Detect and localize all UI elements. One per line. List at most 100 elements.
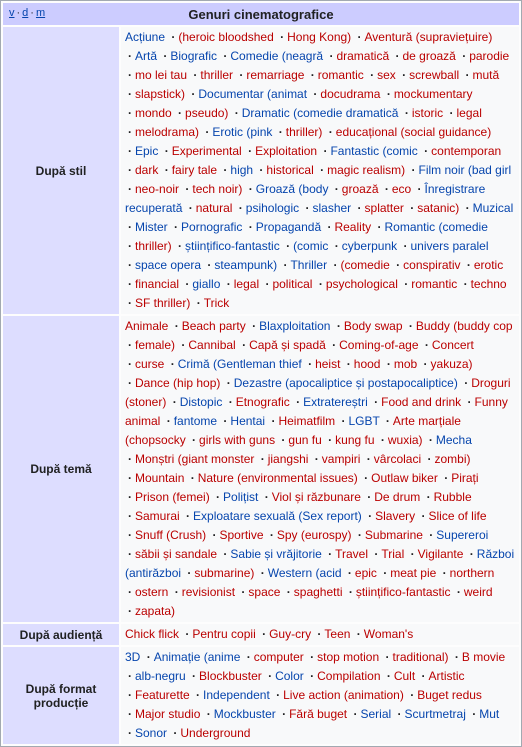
genre-link[interactable]: ostern	[135, 585, 169, 599]
genre-link[interactable]: slasher	[312, 201, 352, 215]
genre-link[interactable]: Slice of life	[428, 509, 487, 523]
genre-link[interactable]: Trick	[203, 296, 230, 310]
genre-link[interactable]: Exploitation	[255, 144, 318, 158]
genre-link[interactable]: Fără buget	[289, 707, 348, 721]
genre-link[interactable]: eco	[391, 182, 412, 196]
genre-link[interactable]: Erotic (pink	[212, 125, 273, 139]
genre-link[interactable]: thriller	[200, 68, 234, 82]
genre-link[interactable]: zapata)	[135, 604, 176, 618]
genre-link[interactable]: (heroic bloodshed	[178, 30, 274, 44]
genre-link[interactable]: meat pie	[390, 566, 437, 580]
genre-link[interactable]: Teen	[324, 627, 351, 641]
genre-link[interactable]: Pirați	[451, 471, 479, 485]
genre-link[interactable]: giallo	[192, 277, 221, 291]
genre-link[interactable]: Polițist	[223, 490, 259, 504]
genre-link[interactable]: Artistic	[428, 669, 465, 683]
genre-link[interactable]: splatter	[364, 201, 404, 215]
genre-link[interactable]: revisionist	[181, 585, 236, 599]
genre-link[interactable]: epic	[354, 566, 377, 580]
genre-link[interactable]: Viol și răzbunare	[271, 490, 361, 504]
discuss-link[interactable]: d	[22, 7, 29, 19]
genre-link[interactable]: științifico-fantastic	[355, 585, 451, 599]
genre-link[interactable]: B movie	[461, 650, 506, 664]
genre-link[interactable]: Dezastre (apocaliptice și postapocalipti…	[233, 376, 458, 390]
genre-link[interactable]: zombi)	[434, 452, 471, 466]
genre-link[interactable]: fantome	[173, 414, 218, 428]
genre-link[interactable]: northern	[449, 566, 495, 580]
edit-link[interactable]: m	[35, 7, 46, 19]
genre-link[interactable]: educațional (social guidance)	[335, 125, 492, 139]
genre-link[interactable]: Război (antirăzboi	[125, 547, 515, 580]
genre-link[interactable]: slapstick)	[135, 87, 186, 101]
genre-link[interactable]: Vigilante	[417, 547, 464, 561]
genre-link[interactable]: univers paralel	[410, 239, 489, 253]
genre-link[interactable]: remarriage	[246, 68, 305, 82]
genre-link[interactable]: Featurette	[135, 688, 190, 702]
genre-link[interactable]: fairy tale	[171, 163, 218, 177]
genre-link[interactable]: erotic	[473, 258, 504, 272]
genre-link[interactable]: Romantic (comedie	[384, 220, 488, 234]
genre-link[interactable]: vârcolaci	[373, 452, 422, 466]
genre-link[interactable]: Distopic	[179, 395, 223, 409]
genre-link[interactable]: Prison (femei)	[135, 490, 210, 504]
genre-link[interactable]: științifico-fantastic	[185, 239, 280, 253]
genre-link[interactable]: Live action (animation)	[283, 688, 404, 702]
genre-link[interactable]: Droguri (stoner)	[125, 376, 511, 409]
genre-link[interactable]: Rubble	[433, 490, 472, 504]
genre-link[interactable]: (comedie	[340, 258, 390, 272]
genre-link[interactable]: Coming-of-age	[339, 338, 419, 352]
genre-link[interactable]: cyberpunk	[341, 239, 398, 253]
genre-link[interactable]: submarine)	[194, 566, 255, 580]
genre-link[interactable]: legal	[233, 277, 260, 291]
genre-link[interactable]: mondo	[135, 106, 172, 120]
genre-link[interactable]: Cult	[393, 669, 416, 683]
genre-link[interactable]: hood	[353, 357, 381, 371]
genre-link[interactable]: Serial	[360, 707, 392, 721]
genre-link[interactable]: conspirativ	[403, 258, 461, 272]
genre-link[interactable]: Sportive	[219, 528, 264, 542]
genre-link[interactable]: Major studio	[135, 707, 201, 721]
genre-link[interactable]: Arte marțiale (chopsocky	[125, 414, 461, 447]
genre-link[interactable]: Dance (hip hop)	[135, 376, 221, 390]
genre-link[interactable]: space opera	[135, 258, 202, 272]
genre-link[interactable]: Western (acid	[267, 566, 342, 580]
genre-link[interactable]: Extratereștri	[303, 395, 368, 409]
genre-link[interactable]: LGBT	[348, 414, 380, 428]
genre-link[interactable]: parodie	[469, 49, 510, 63]
genre-link[interactable]: Animale	[125, 319, 169, 333]
genre-link[interactable]: female)	[135, 338, 176, 352]
genre-link[interactable]: historical	[266, 163, 314, 177]
genre-link[interactable]: high	[230, 163, 254, 177]
genre-link[interactable]: Blockbuster	[199, 669, 262, 683]
genre-link[interactable]: Exploatare sexuală (Sex report)	[193, 509, 362, 523]
genre-link[interactable]: 3D	[125, 650, 141, 664]
genre-link[interactable]: Crimă (Gentleman thief	[177, 357, 302, 371]
genre-link[interactable]: Propagandă	[255, 220, 322, 234]
genre-link[interactable]: Slavery	[375, 509, 416, 523]
genre-link[interactable]: Supereroi	[436, 528, 489, 542]
genre-link[interactable]: weird	[463, 585, 493, 599]
genre-link[interactable]: girls with guns	[199, 433, 276, 447]
genre-link[interactable]: Mut	[479, 707, 500, 721]
genre-link[interactable]: Biografic	[170, 49, 218, 63]
genre-link[interactable]: kung fu	[335, 433, 375, 447]
genre-link[interactable]: tech noir)	[192, 182, 243, 196]
genre-link[interactable]: techno	[470, 277, 507, 291]
genre-link[interactable]: Outlaw biker	[371, 471, 438, 485]
genre-link[interactable]: Snuff (Crush)	[135, 528, 207, 542]
genre-link[interactable]: screwball	[409, 68, 460, 82]
genre-link[interactable]: political	[272, 277, 313, 291]
genre-link[interactable]: Groază (body	[255, 182, 329, 196]
genre-link[interactable]: Animație (anime	[153, 650, 241, 664]
genre-link[interactable]: natural	[195, 201, 233, 215]
genre-link[interactable]: vampiri	[321, 452, 361, 466]
genre-link[interactable]: Underground	[180, 726, 251, 740]
genre-link[interactable]: Înregistrare recuperată	[125, 182, 486, 215]
genre-link[interactable]: Heimatfilm	[278, 414, 336, 428]
genre-link[interactable]: mockumentary	[393, 87, 473, 101]
genre-link[interactable]: Compilation	[317, 669, 381, 683]
genre-link[interactable]: Epic	[135, 144, 159, 158]
genre-link[interactable]: Experimental	[171, 144, 242, 158]
genre-link[interactable]: yakuza)	[430, 357, 473, 371]
genre-link[interactable]: Chick flick	[125, 627, 180, 641]
